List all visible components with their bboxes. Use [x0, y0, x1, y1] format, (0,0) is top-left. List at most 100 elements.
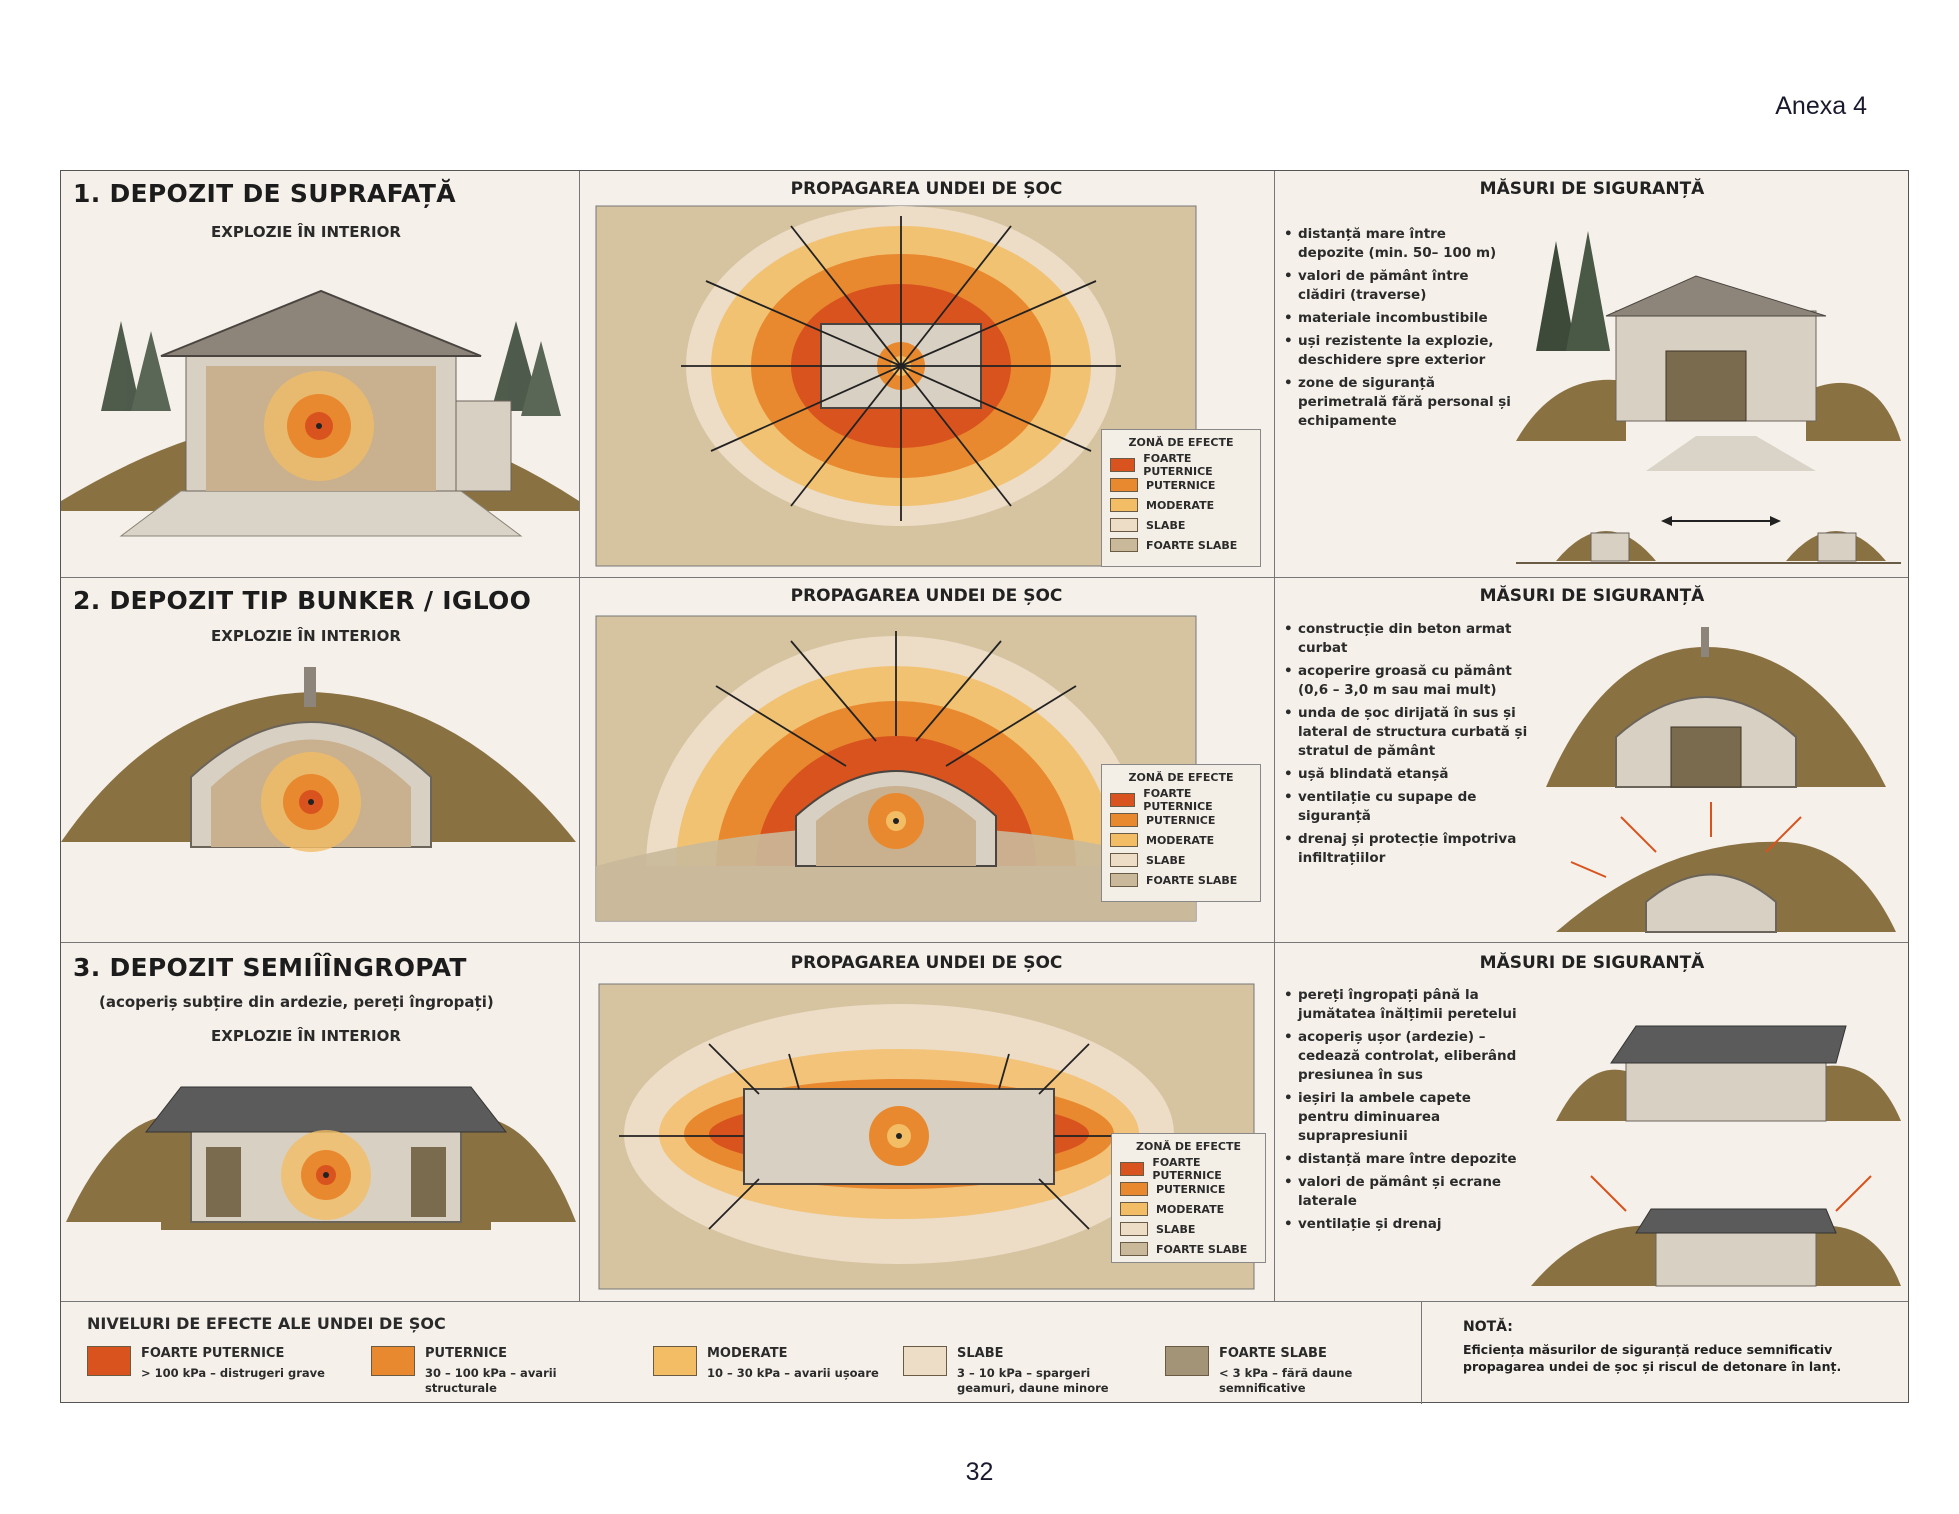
legend-label: FOARTE SLABE	[1146, 873, 1238, 887]
level-desc: 30 – 100 kPa – avarii structurale	[425, 1366, 557, 1395]
note-title: NOTĂ:	[1463, 1319, 1513, 1335]
measure-item: distanță mare între depozite (min. 50– 1…	[1284, 225, 1514, 263]
level-swatch	[653, 1346, 697, 1376]
level-name: FOARTE SLABE	[1219, 1346, 1327, 1361]
col-divider	[1274, 171, 1275, 1301]
legend-label: FOARTE PUTERNICE	[1143, 787, 1213, 813]
measure-item: drenaj și protecție împotriva infiltrați…	[1284, 830, 1539, 868]
measure-item: unda de șoc dirijată în sus și lateral d…	[1284, 704, 1539, 761]
measure-item: distanță mare între depozite	[1284, 1150, 1524, 1169]
side-annex	[455, 400, 512, 492]
row-divider	[61, 577, 1908, 578]
annex-label: Anexa 4	[1775, 92, 1867, 120]
measures-title: MĂSURI DE SIGURANȚĂ	[1479, 586, 1705, 606]
legend-label: SLABE	[1146, 853, 1186, 867]
legend-label: MODERATE	[1156, 1202, 1225, 1216]
bunker-illustration	[61, 667, 576, 852]
legend-label: MODERATE	[1146, 833, 1215, 847]
section-subtitle: EXPLOZIE ÎN INTERIOR	[211, 627, 401, 645]
slate-roof	[144, 1086, 508, 1133]
zone-legend-title: ZONĂ DE EFECTE	[1136, 1140, 1241, 1153]
propagation-title: PROPAGAREA UNDEI DE ȘOC	[790, 586, 1063, 606]
propagation-title: PROPAGAREA UNDEI DE ȘOC	[790, 179, 1063, 199]
zone-legend-title: ZONĂ DE EFECTE	[1128, 436, 1234, 449]
igloo-illustration	[1546, 627, 1896, 933]
measure-item: pereți îngropați până la jumătatea înălț…	[1284, 986, 1524, 1024]
semi-buried-illustration	[66, 1086, 576, 1230]
level-name: FOARTE PUTERNICE	[141, 1346, 285, 1361]
swatch-weak	[1110, 518, 1138, 532]
measure-item: ușă blindată etanșă	[1284, 765, 1539, 784]
level-swatch	[903, 1346, 947, 1376]
section-title: 2. DEPOZIT TIP BUNKER / IGLOO	[73, 586, 532, 615]
note-text: Eficiența măsurilor de siguranță reduce …	[1463, 1342, 1842, 1374]
measure-item: ieșiri la ambele capete pentru diminuare…	[1284, 1089, 1524, 1146]
row-divider	[61, 942, 1908, 943]
building-floor	[119, 490, 523, 537]
zone-legend: ZONĂ DE EFECTE FOARTE PUTERNICE PUTERNIC…	[1111, 1133, 1266, 1263]
level-swatch	[1165, 1346, 1209, 1376]
measure-item: materiale incombustibile	[1284, 309, 1514, 328]
section-note: (acoperiș subțire din ardezie, pereți în…	[99, 993, 494, 1011]
measure-item: construcție din beton armat curbat	[1284, 620, 1539, 658]
semi-buried-protected-illustration	[1531, 1025, 1901, 1287]
swatch-strong	[1110, 813, 1138, 827]
level-name: SLABE	[957, 1346, 1004, 1361]
page-number: 32	[965, 1458, 994, 1486]
swatch-weak	[1120, 1222, 1148, 1236]
legend-label: PUTERNICE	[1146, 478, 1216, 492]
upward-arrows	[1570, 802, 1802, 878]
legend-label: PUTERNICE	[1146, 813, 1216, 827]
legend-label: SLABE	[1146, 518, 1186, 532]
level-desc: 3 – 10 kPa – spargeri geamuri, daune min…	[957, 1366, 1109, 1395]
legend-label: FOARTE SLABE	[1146, 538, 1238, 552]
legend-label: FOARTE PUTERNICE	[1152, 1156, 1222, 1182]
shockwave-arrows	[681, 216, 1121, 521]
legend-label: PUTERNICE	[1156, 1182, 1226, 1196]
building-roof	[160, 289, 482, 357]
level-name: MODERATE	[707, 1346, 788, 1361]
row-divider	[61, 1301, 1908, 1302]
measure-item: ventilație și drenaj	[1284, 1215, 1524, 1234]
tree-group	[101, 321, 561, 416]
swatch-very-weak	[1110, 538, 1138, 552]
level-name: PUTERNICE	[425, 1346, 507, 1361]
level-desc: > 100 kPa – distrugeri grave	[141, 1366, 325, 1380]
level-desc: 10 – 30 kPa – avarii ușoare	[707, 1366, 879, 1380]
zone-legend-title: ZONĂ DE EFECTE	[1128, 771, 1234, 784]
swatch-very-strong	[1120, 1162, 1145, 1176]
measures-list: distanță mare între depozite (min. 50– 1…	[1284, 225, 1514, 435]
swatch-very-weak	[1120, 1242, 1148, 1256]
levels-title: NIVELURI DE EFECTE ALE UNDEI DE ȘOC	[87, 1314, 446, 1333]
earth-mound	[66, 1115, 191, 1222]
section-subtitle: EXPLOZIE ÎN INTERIOR	[211, 223, 401, 241]
relief-arrows	[1590, 1175, 1872, 1212]
diagram-frame: 1. DEPOZIT DE SUPRAFAȚĂ EXPLOZIE ÎN INTE…	[60, 170, 1909, 1404]
level-desc: < 3 kPa – fără daune semnificative	[1219, 1366, 1353, 1395]
shockwave-map-1	[595, 205, 1197, 567]
section-title: 3. DEPOZIT SEMIÎÎNGROPAT	[73, 953, 467, 982]
legend-label: MODERATE	[1146, 498, 1215, 512]
swatch-very-strong	[1110, 458, 1136, 472]
swatch-moderate	[1120, 1202, 1148, 1216]
col-divider	[579, 171, 580, 1301]
measure-item: valori de pământ între clădiri (traverse…	[1284, 267, 1514, 305]
vent-pipe	[304, 667, 316, 707]
swatch-moderate	[1110, 498, 1138, 512]
swatch-weak	[1110, 853, 1138, 867]
measures-list: construcție din beton armat curbat acope…	[1284, 620, 1539, 872]
blast-door	[1665, 350, 1747, 422]
measure-item: uși rezistente la explozie, deschidere s…	[1284, 332, 1514, 370]
swatch-moderate	[1110, 833, 1138, 847]
swatch-strong	[1120, 1182, 1148, 1196]
zone-legend: ZONĂ DE EFECTE FOARTE PUTERNICE PUTERNIC…	[1101, 429, 1261, 567]
level-swatch	[371, 1346, 415, 1376]
shockwave-map-3	[598, 983, 1255, 1290]
protected-depot-illustration	[1516, 231, 1901, 564]
level-swatch	[87, 1346, 131, 1376]
measures-title: MĂSURI DE SIGURANȚĂ	[1479, 179, 1705, 199]
section-title: 1. DEPOZIT DE SUPRAFAȚĂ	[73, 179, 456, 208]
propagation-title: PROPAGAREA UNDEI DE ȘOC	[790, 953, 1063, 973]
legend-label: FOARTE PUTERNICE	[1143, 452, 1213, 478]
measures-title: MĂSURI DE SIGURANȚĂ	[1479, 953, 1705, 973]
